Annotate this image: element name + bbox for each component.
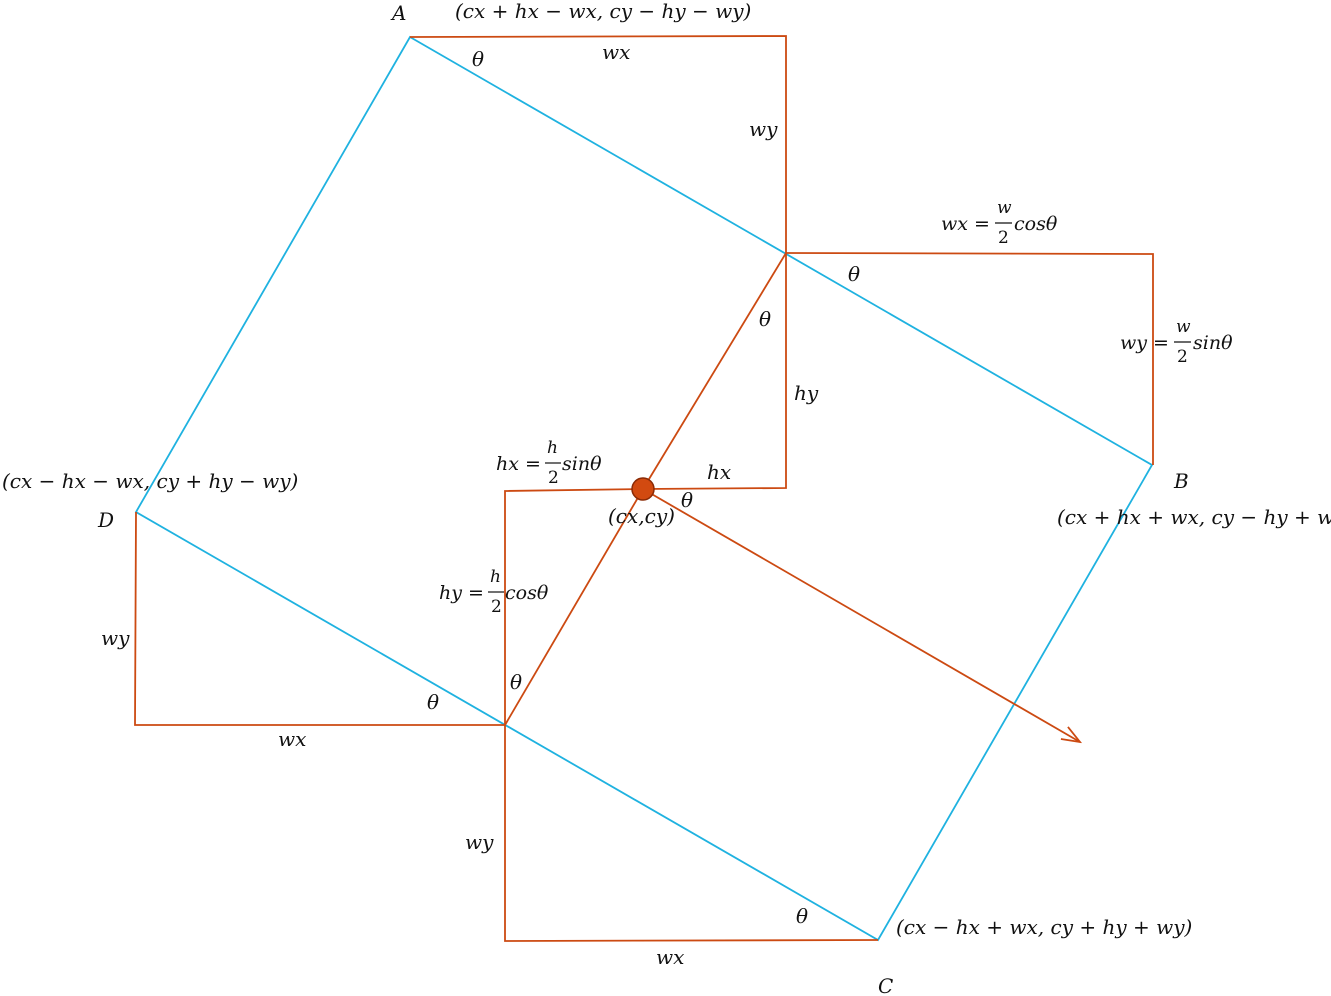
coords-b: (cx + hx + wx, cy − hy + wy) <box>1057 505 1331 529</box>
vertex-label-c: C <box>878 974 893 996</box>
theta-b: θ <box>848 262 860 286</box>
triangle-b-legs <box>785 252 1154 465</box>
theta-a: θ <box>472 47 484 71</box>
formula-wy: wy = w 2 sinθ <box>1120 317 1233 367</box>
triangle-c-legs <box>504 725 879 942</box>
construction-lines <box>134 35 1154 942</box>
formula-hy-lhs: hy = <box>439 582 484 604</box>
formula-wx: wx = w 2 cosθ <box>941 198 1058 248</box>
formula-hy-num: h <box>490 567 501 587</box>
formula-hy-den: 2 <box>491 597 502 617</box>
coords-a: (cx + hx − wx, cy − hy − wy) <box>455 0 751 23</box>
coords-center: (cx,cy) <box>608 504 675 528</box>
formula-wy-rhs: sinθ <box>1193 332 1233 354</box>
vertex-label-a: A <box>390 1 406 25</box>
formula-wx-den: 2 <box>998 228 1009 248</box>
formula-wy-lhs: wy = <box>1120 332 1169 354</box>
formula-hx-num: h <box>547 438 558 458</box>
formula-wx-lhs: wx = <box>941 213 990 235</box>
coords-c: (cx − hx + wx, cy + hy + wy) <box>896 915 1192 939</box>
theta-center: θ <box>681 488 693 512</box>
formula-wy-num: w <box>1176 317 1191 337</box>
formula-wy-den: 2 <box>1177 347 1188 367</box>
direction-arrow <box>642 488 1080 742</box>
theta-lower-mid: θ <box>510 670 522 694</box>
formula-hx: hx = h 2 sinθ <box>496 438 602 488</box>
formula-hy: hy = h 2 cosθ <box>439 567 549 617</box>
vertex-label-b: B <box>1173 469 1189 493</box>
wx-top: wx <box>602 40 630 64</box>
theta-upper-mid: θ <box>759 307 771 331</box>
center-point <box>631 477 655 501</box>
vertex-label-d: D <box>97 508 114 532</box>
wx-bottom: wx <box>656 945 684 969</box>
formula-hx-den: 2 <box>548 468 559 488</box>
triangle-a-legs <box>409 35 787 253</box>
half-height-lower <box>504 488 644 726</box>
half-height-upper <box>642 252 787 490</box>
formula-hy-rhs: cosθ <box>505 582 549 604</box>
hy-right: hy <box>794 381 819 405</box>
formula-wx-num: w <box>997 198 1012 218</box>
wy-bottom: wy <box>465 830 494 854</box>
formula-wx-rhs: cosθ <box>1014 213 1058 235</box>
wy-top: wy <box>749 117 778 141</box>
wy-left: wy <box>101 626 130 650</box>
triangle-d-legs <box>134 511 505 726</box>
hx-right: hx <box>707 460 731 484</box>
formula-hx-lhs: hx = <box>496 453 541 475</box>
triangle-hy-legs <box>642 253 787 490</box>
theta-c: θ <box>796 904 808 928</box>
formula-hx-rhs: sinθ <box>562 453 602 475</box>
triangle-hx-legs <box>504 488 644 725</box>
coords-d: (cx − hx − wx, cy + hy − wy) <box>2 469 298 493</box>
theta-d: θ <box>427 690 439 714</box>
wx-left: wx <box>278 727 306 751</box>
